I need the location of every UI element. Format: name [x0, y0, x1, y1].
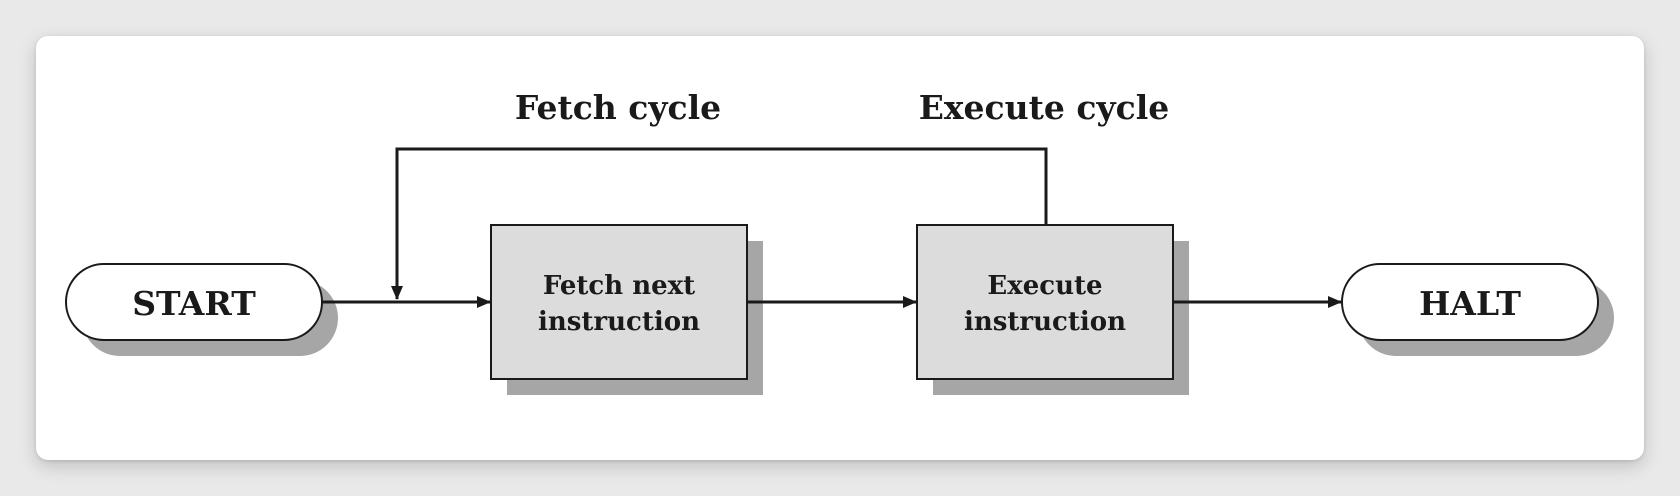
fetch-box: [490, 224, 748, 380]
diagram-card: [36, 36, 1644, 460]
fetch-cycle-label: Fetch cycle: [515, 88, 721, 127]
fetch-box-line2: instruction: [538, 307, 700, 337]
start-label: START: [132, 284, 256, 323]
loop-back-line: [391, 147, 1048, 300]
execute-box-line2: instruction: [964, 307, 1126, 337]
execute-cycle-label: Execute cycle: [919, 88, 1170, 127]
fetch-box-line1: Fetch next: [543, 271, 695, 301]
execute-box: [916, 224, 1174, 380]
halt-terminal: [1341, 263, 1599, 341]
halt-label: HALT: [1419, 284, 1521, 323]
execute-box-line1: Execute: [987, 271, 1102, 301]
